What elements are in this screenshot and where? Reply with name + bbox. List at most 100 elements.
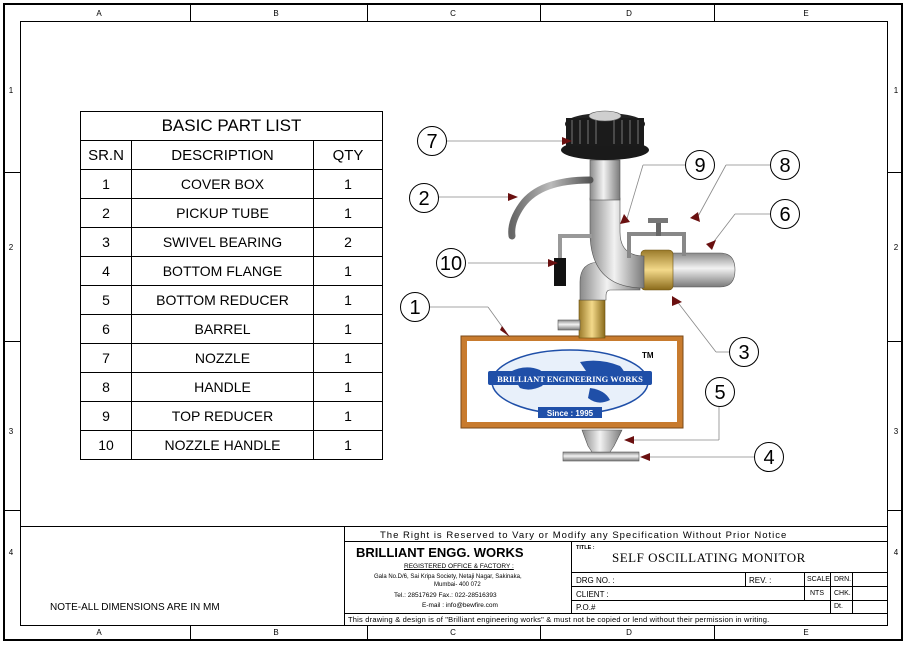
zone-row-2-left: 2 [8,243,14,252]
pickup-tube [508,176,594,240]
zone-col-b-top: B [273,9,279,18]
zone-col-a-top: A [96,9,102,18]
cell-qty: 1 [313,401,383,431]
cell-description: COVER BOX [131,169,314,199]
cell-description: NOZZLE HANDLE [131,430,314,460]
header-description: DESCRIPTION [131,140,314,170]
zone-tick [190,5,191,21]
leader-lines [415,140,770,458]
logo-since-banner [538,407,602,418]
cell-description: BOTTOM FLANGE [131,256,314,286]
company-address: Gala No.D/6, Sai Kripa Society, Netaji N… [374,574,522,580]
tb-line [571,572,888,573]
zone-tick [540,5,541,21]
cell-description: BOTTOM REDUCER [131,285,314,315]
cell-description: BARREL [131,314,314,344]
zone-tick [888,341,902,342]
cell-qty: 2 [313,227,383,257]
office-label: REGISTERED OFFICE & FACTORY : [404,563,514,570]
vertical-column [589,159,621,201]
cell-description: HANDLE [131,372,314,402]
tb-line [344,541,888,542]
po-label: P.O.# [576,603,596,612]
cell-sr: 1 [80,169,132,199]
zone-tick [190,625,191,640]
zone-col-d-top: D [626,9,632,18]
cell-sr: 9 [80,401,132,431]
lower-handle [557,319,581,331]
zone-tick [5,510,20,511]
zone-tick [367,5,368,21]
tb-line [571,541,572,613]
tb-line [745,572,746,586]
zone-row-4-left: 4 [8,548,14,557]
tb-line [852,572,853,613]
cell-sr: 4 [80,256,132,286]
zone-tick [367,625,368,640]
callout-3: 3 [729,337,759,367]
logo-since: Since : 1995 [547,409,594,418]
chk-label: CHK. [834,590,851,597]
nozzle-handle [554,258,566,286]
client-label: CLIENT : [576,590,609,599]
logo-name: BRILLIANT ENGINEERING WORKS [497,374,643,384]
tb-line [571,600,888,601]
zone-row-3-left: 3 [8,427,14,436]
zone-tick [888,510,902,511]
dimensions-note: NOTE-ALL DIMENSIONS ARE IN MM [50,602,220,613]
bottom-flange [562,451,640,462]
drg-no-label: DRG NO. : [576,576,615,585]
rev-label: REV. : [749,576,772,585]
leader-arrows [500,137,716,461]
title-label: TITLE : [576,545,595,551]
scale-value: NTS [810,590,824,597]
nozzle-cap [588,110,622,122]
tb-line [830,572,831,613]
dt-label: Dt. [834,603,843,610]
cell-sr: 2 [80,198,132,228]
zone-row-2-right: 2 [893,243,899,252]
cell-qty: 1 [313,372,383,402]
logo-continent [588,388,610,403]
zone-tick [714,625,715,640]
company-logo: BRILLIANT ENGINEERING WORKS TM Since : 1… [488,349,654,418]
zone-col-e-bottom: E [803,628,809,637]
drawing-title: SELF OSCILLATING MONITOR [612,550,806,565]
zone-col-c-bottom: C [450,628,456,637]
parts-table-title: BASIC PART LIST [80,111,383,141]
cell-sr: 5 [80,285,132,315]
zone-tick [888,172,902,173]
callout-1: 1 [400,292,430,322]
callout-2: 2 [409,183,439,213]
company-city: Mumbai- 400 072 [434,582,481,588]
cell-qty: 1 [313,343,383,373]
header-qty: QTY [313,140,383,170]
tb-line [571,586,888,587]
cell-qty: 1 [313,430,383,460]
header-srn: SR.N [80,140,132,170]
cell-description: TOP REDUCER [131,401,314,431]
zone-row-1-right: 1 [893,86,899,95]
cell-qty: 1 [313,169,383,199]
barrel [669,252,736,288]
drawing-outer-border [3,3,903,641]
handle-grip [648,218,668,223]
zone-col-c-top: C [450,9,456,18]
bottom-reducer [581,429,623,453]
zone-row-1-left: 1 [8,86,14,95]
tb-line [344,613,888,614]
callout-4: 4 [754,442,784,472]
zone-col-d-bottom: D [626,628,632,637]
zone-tick [5,172,20,173]
cell-qty: 1 [313,314,383,344]
swivel-bearing [640,249,674,291]
